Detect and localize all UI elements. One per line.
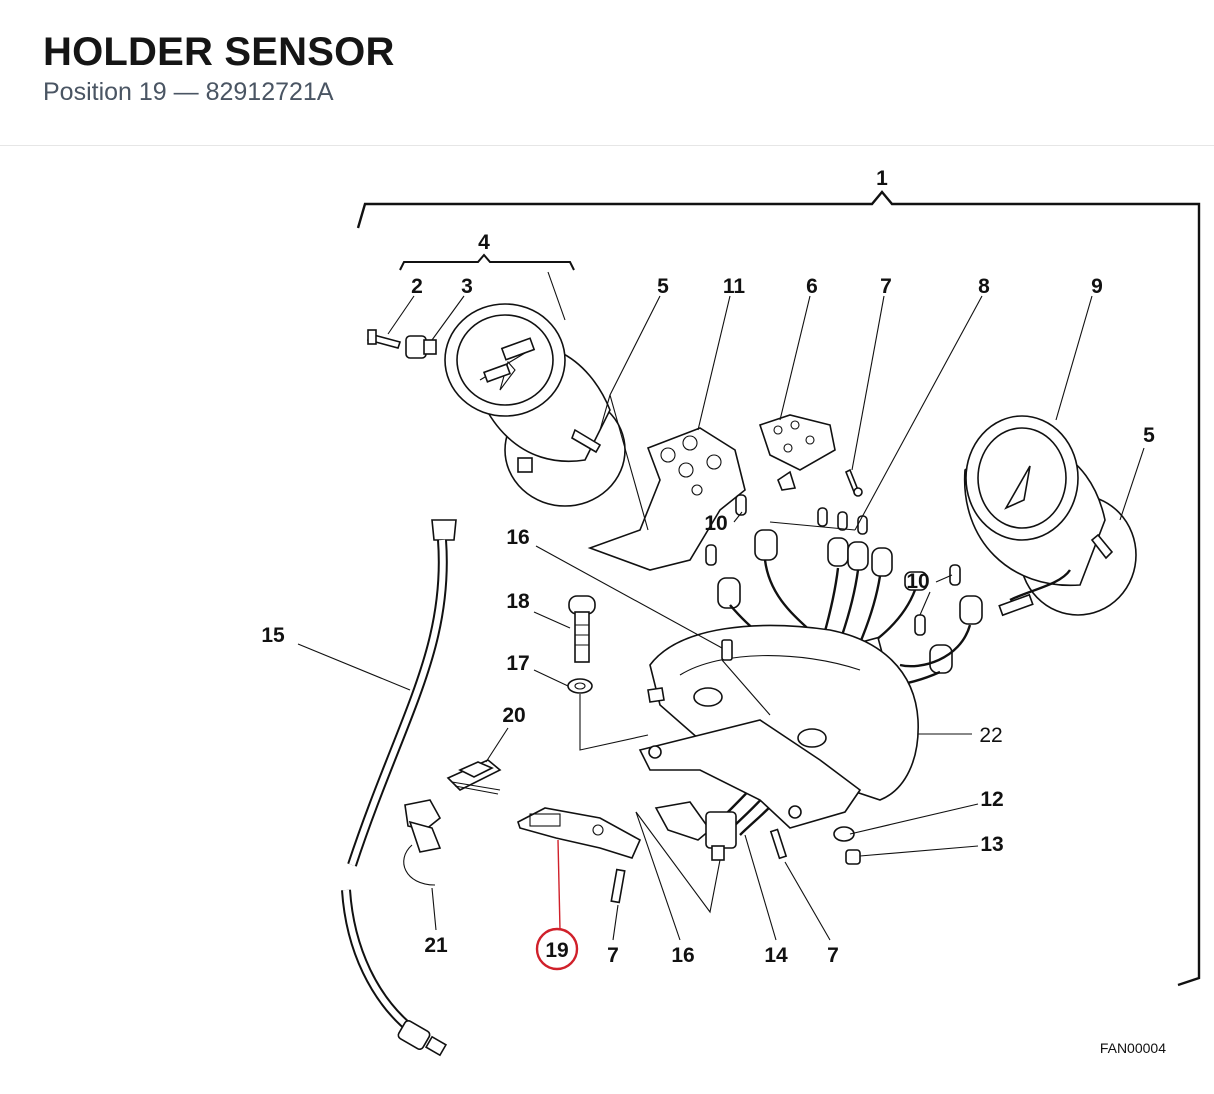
callout-7-top[interactable]: 7 xyxy=(880,275,892,298)
callout-20[interactable]: 20 xyxy=(502,704,525,727)
tachometer-gauge[interactable] xyxy=(963,415,1137,617)
callout-7-left[interactable]: 7 xyxy=(607,944,619,967)
callout-5-right[interactable]: 5 xyxy=(1143,424,1155,447)
callout-21[interactable]: 21 xyxy=(424,934,448,957)
light-holder-6[interactable] xyxy=(758,414,836,491)
callout-6[interactable]: 6 xyxy=(806,275,818,298)
nut-3[interactable] xyxy=(405,335,437,359)
bulb-sockets[interactable] xyxy=(717,529,983,674)
callout-14[interactable]: 14 xyxy=(764,944,788,967)
callout-22[interactable]: 22 xyxy=(979,724,1002,747)
screw-7-top[interactable] xyxy=(844,468,863,497)
callout-17[interactable]: 17 xyxy=(506,652,529,675)
holder-sensor-19[interactable] xyxy=(517,807,642,859)
callout-16-bottom[interactable]: 16 xyxy=(671,944,694,967)
page-title: HOLDER SENSOR xyxy=(43,30,395,74)
callout-8[interactable]: 8 xyxy=(978,275,990,298)
callout-16-top[interactable]: 16 xyxy=(506,526,529,549)
washer-12[interactable] xyxy=(833,826,855,842)
callout-2[interactable]: 2 xyxy=(411,275,423,298)
callout-12[interactable]: 12 xyxy=(980,788,1003,811)
callout-19[interactable]: 19 xyxy=(545,939,568,962)
washer-17[interactable] xyxy=(567,678,593,694)
gauge-housing-22[interactable] xyxy=(638,624,919,829)
screw-2[interactable] xyxy=(366,329,402,349)
connector-14[interactable] xyxy=(654,801,737,861)
page-subtitle: Position 19 — 82912721A xyxy=(43,78,334,106)
callout-19-highlight-ring xyxy=(535,927,579,971)
callout-13[interactable]: 13 xyxy=(980,833,1003,856)
leader-lines xyxy=(297,271,1145,941)
assembly-bracket xyxy=(356,190,1201,987)
callout-11[interactable]: 11 xyxy=(723,275,746,298)
bolt-18[interactable] xyxy=(568,595,596,663)
screw-7-left[interactable] xyxy=(610,868,626,904)
screw-16-top[interactable] xyxy=(721,639,733,661)
callout-7-right[interactable]: 7 xyxy=(827,944,839,967)
callout-1[interactable]: 1 xyxy=(876,167,888,190)
screw-7-right[interactable] xyxy=(769,828,788,860)
callout-10-right[interactable]: 10 xyxy=(906,570,929,593)
nut-13[interactable] xyxy=(845,849,861,865)
callout-15[interactable]: 15 xyxy=(261,624,285,647)
page-header: HOLDER SENSOR Position 19 — 82912721A xyxy=(0,0,1214,146)
callout-9[interactable]: 9 xyxy=(1091,275,1103,298)
callout-10-left[interactable]: 10 xyxy=(704,512,727,535)
warning-light-panel[interactable] xyxy=(587,427,746,571)
bulbs-10[interactable] xyxy=(705,494,961,636)
speedometer-cable-15[interactable] xyxy=(341,519,457,1057)
callout-labels: 1 4 2 3 5 11 6 7 8 9 5 10 10 16 18 17 15… xyxy=(261,167,1155,971)
gauge-bracket xyxy=(399,253,575,271)
sensor-21[interactable] xyxy=(403,799,442,886)
sensor-20[interactable] xyxy=(446,759,502,795)
callout-3[interactable]: 3 xyxy=(461,275,473,298)
callout-4[interactable]: 4 xyxy=(478,231,490,254)
callout-5-left[interactable]: 5 xyxy=(657,275,669,298)
callout-18[interactable]: 18 xyxy=(506,590,530,613)
speedometer-gauge[interactable] xyxy=(444,303,626,507)
figure-code: FAN00004 xyxy=(1100,1040,1166,1056)
